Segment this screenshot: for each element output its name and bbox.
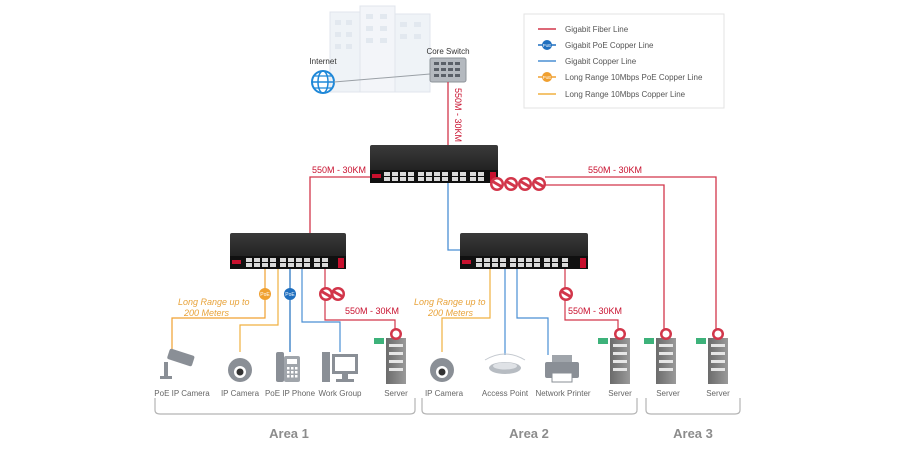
server-icon-area3-a bbox=[644, 328, 676, 384]
svg-text:PoE: PoE bbox=[543, 75, 552, 80]
area2-label: Area 2 bbox=[509, 426, 549, 441]
device-label-poe-ip-camera: PoE IP Camera bbox=[154, 389, 210, 398]
server-icon-area1 bbox=[374, 328, 406, 384]
internet-globe-icon bbox=[311, 70, 335, 94]
poe-badge-orange-icon: PoE bbox=[259, 288, 271, 300]
device-label-poe-ip-phone: PoE IP Phone bbox=[265, 389, 316, 398]
area1-label: Area 1 bbox=[269, 426, 309, 441]
area3-fiber-line-b bbox=[545, 184, 665, 330]
legend-item-long-range-poe: Long Range 10Mbps PoE Copper Line bbox=[565, 73, 703, 82]
area1-long-range-copper-line bbox=[239, 268, 279, 352]
server-icon-area2 bbox=[598, 328, 630, 384]
poe-ip-camera-icon bbox=[160, 348, 195, 379]
area1-long-range-label-line2: 200 Meters bbox=[183, 308, 230, 318]
sfp-module-icon-group-main bbox=[490, 177, 546, 191]
device-label-server-area3-a: Server bbox=[656, 389, 680, 398]
network-printer-icon bbox=[545, 355, 579, 383]
area1-switch-icon bbox=[230, 233, 346, 269]
legend-poe-orange-icon: PoE bbox=[538, 72, 556, 82]
poe-badge-blue-icon: PoE bbox=[284, 288, 296, 300]
internet-label: Internet bbox=[309, 57, 337, 66]
area2-long-range-label-line2: 200 Meters bbox=[427, 308, 474, 318]
building-icon bbox=[329, 5, 431, 93]
right-branch-distance-label: 550M - 30KM bbox=[588, 165, 642, 175]
area3-label: Area 3 bbox=[673, 426, 713, 441]
main-switch-icon bbox=[370, 145, 498, 183]
internet-link bbox=[333, 73, 431, 83]
core-switch-icon bbox=[429, 57, 467, 83]
core-switch-label: Core Switch bbox=[426, 47, 469, 56]
area2-server-fiber-line bbox=[564, 268, 619, 338]
area1-server-fiber-line bbox=[324, 268, 396, 338]
legend-item-long-range-copper: Long Range 10Mbps Copper Line bbox=[565, 90, 686, 99]
workgroup-pc-icon bbox=[322, 352, 358, 382]
area2-server-distance-label: 550M - 30KM bbox=[568, 306, 622, 316]
area2-bracket bbox=[421, 398, 638, 415]
area2-long-range-label-line1: Long Range up to bbox=[414, 297, 486, 307]
device-label-server-area1: Server bbox=[384, 389, 408, 398]
area2-long-range-copper-line bbox=[441, 268, 491, 352]
ip-camera-icon-area2 bbox=[430, 358, 454, 382]
area1-long-range-label-line1: Long Range up to bbox=[178, 297, 250, 307]
device-label-network-printer: Network Printer bbox=[535, 389, 590, 398]
left-branch-fiber-line bbox=[309, 176, 370, 233]
legend: Gigabit Fiber Line PoE Gigabit PoE Coppe… bbox=[523, 13, 725, 109]
device-label-server-area3-b: Server bbox=[706, 389, 730, 398]
uplink-distance-label: 550M - 30KM bbox=[453, 88, 463, 142]
device-label-access-point: Access Point bbox=[482, 389, 529, 398]
server-icon-area3-b bbox=[696, 328, 728, 384]
device-label-ip-camera-area1: IP Camera bbox=[221, 389, 260, 398]
area3-fiber-line-a bbox=[545, 176, 717, 330]
legend-item-copper: Gigabit Copper Line bbox=[565, 57, 637, 66]
svg-text:PoE: PoE bbox=[543, 43, 552, 48]
area1-bracket bbox=[154, 398, 416, 415]
area-brackets bbox=[154, 398, 741, 415]
legend-item-fiber: Gigabit Fiber Line bbox=[565, 25, 629, 34]
device-label-work-group: Work Group bbox=[319, 389, 363, 398]
svg-text:PoE: PoE bbox=[285, 292, 295, 298]
legend-item-poe-copper: Gigabit PoE Copper Line bbox=[565, 41, 654, 50]
device-label-ip-camera-area2: IP Camera bbox=[425, 389, 464, 398]
main-to-right-copper-line bbox=[447, 182, 460, 251]
area2-printer-copper-line bbox=[516, 268, 549, 355]
area2-switch-icon bbox=[460, 233, 588, 269]
left-branch-distance-label: 550M - 30KM bbox=[312, 165, 366, 175]
area3-bracket bbox=[645, 398, 741, 415]
sfp-module-icon-area1 bbox=[319, 287, 345, 301]
area1-server-distance-label: 550M - 30KM bbox=[345, 306, 399, 316]
ip-phone-icon bbox=[276, 352, 300, 382]
legend-poe-blue-icon: PoE bbox=[538, 40, 556, 50]
device-label-server-area2: Server bbox=[608, 389, 632, 398]
sfp-module-icon-area2 bbox=[559, 287, 573, 301]
ip-camera-icon bbox=[228, 358, 252, 382]
svg-text:PoE: PoE bbox=[260, 292, 270, 298]
access-point-icon bbox=[484, 353, 526, 374]
area1-copper-line bbox=[301, 268, 341, 352]
